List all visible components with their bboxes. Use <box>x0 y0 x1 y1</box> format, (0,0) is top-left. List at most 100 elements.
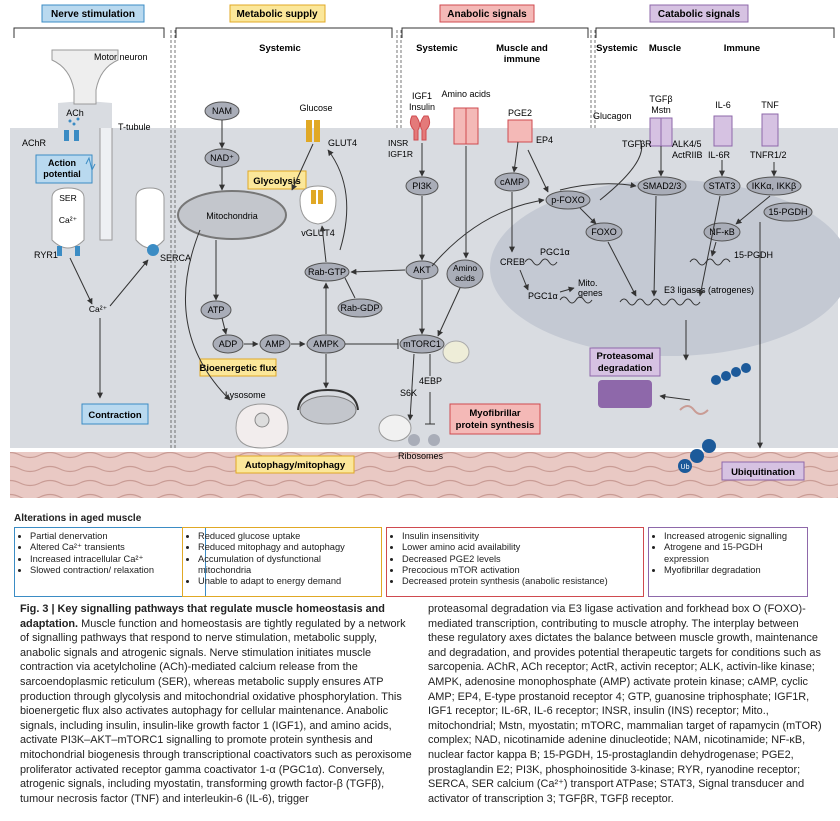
svg-text:4EBP: 4EBP <box>419 376 442 386</box>
ser-left <box>51 187 85 249</box>
mtorc1-node <box>399 334 445 354</box>
svg-text:IKKα, IKKβ: IKKα, IKKβ <box>752 181 796 191</box>
svg-text:Mstn: Mstn <box>651 105 671 115</box>
svg-text:CREB: CREB <box>500 257 525 267</box>
alterations-nerve: Partial denervationAltered Ca²⁺ transien… <box>14 527 206 597</box>
il6r-receptor <box>713 115 733 147</box>
nfkb-node <box>703 222 741 242</box>
subhead-immune: Immune <box>724 43 760 54</box>
glycolysis-box <box>247 170 307 190</box>
meta-bracket <box>175 27 393 38</box>
caption-right-text: proteasomal degradation via E3 ligase ac… <box>428 603 822 805</box>
alteration-item: Atrogene and 15-PGDH expression <box>664 542 802 565</box>
svg-text:15-PGDH: 15-PGDH <box>734 250 773 260</box>
motor-neuron <box>51 49 119 105</box>
subhead-systemic-cat: Systemic <box>596 43 638 54</box>
insr-receptor <box>409 115 431 141</box>
svg-text:vGLUT4: vGLUT4 <box>301 228 335 238</box>
alterations-metabolic: Reduced glucose uptakeReduced mitophagy … <box>182 527 382 597</box>
svg-text:NF-κB: NF-κB <box>709 227 735 237</box>
subhead-muscle-immune-1: Muscle and <box>496 43 548 54</box>
svg-text:Metabolic supply: Metabolic supply <box>236 9 318 20</box>
smad-node <box>637 176 687 196</box>
ana-bracket <box>401 27 589 38</box>
alterations-title: Alterations in aged muscle <box>14 513 142 524</box>
svg-text:INSR: INSR <box>388 138 408 148</box>
myofibrillar-synthesis-box <box>449 403 541 435</box>
svg-text:SMAD2/3: SMAD2/3 <box>643 181 682 191</box>
svg-text:mTORC1: mTORC1 <box>403 339 441 349</box>
nerve-header <box>41 4 145 23</box>
alteration-item: Decreased PGE2 levels <box>402 554 638 565</box>
camp-node <box>494 172 530 192</box>
rab-gtp-node <box>304 262 350 282</box>
proteasomal-2: degradation <box>598 363 653 374</box>
svg-text:S6K: S6K <box>400 388 417 398</box>
svg-text:SERCA: SERCA <box>160 253 191 263</box>
svg-text:AKT: AKT <box>413 265 431 275</box>
alteration-item: Slowed contraction/ relaxation <box>30 565 200 576</box>
svg-text:PGC1α: PGC1α <box>528 291 558 301</box>
svg-text:T-tubule: T-tubule <box>118 122 151 132</box>
alteration-item: Altered Ca²⁺ transients <box>30 542 200 553</box>
svg-text:IL-6R: IL-6R <box>708 150 731 160</box>
mitophagy-mitochondrion <box>299 395 357 425</box>
svg-text:NAM: NAM <box>212 106 232 116</box>
ubiquitination-box <box>721 461 805 481</box>
svg-text:PGE2: PGE2 <box>508 108 532 118</box>
myofib-1: Myofibrillar <box>469 408 521 419</box>
alteration-item: Insulin insensitivity <box>402 531 638 542</box>
svg-text:TGFβ: TGFβ <box>649 94 672 104</box>
alterations-catabolic: Increased atrogenic signallingAtrogene a… <box>648 527 808 597</box>
svg-text:TGFβR: TGFβR <box>622 139 652 149</box>
nucleus <box>490 180 840 356</box>
svg-text:GLUT4: GLUT4 <box>328 138 357 148</box>
svg-text:IGF1R: IGF1R <box>388 149 413 159</box>
t-tubule <box>99 128 113 241</box>
svg-text:Motor neuron: Motor neuron <box>94 52 148 62</box>
anabolic-header <box>439 4 535 23</box>
alterations-panel: Alterations in aged muscle Partial dener… <box>14 513 826 598</box>
serca-pump <box>147 244 159 256</box>
vglut4-vesicle <box>299 185 337 225</box>
svg-text:IL-6: IL-6 <box>715 100 731 110</box>
svg-text:IGF1: IGF1 <box>412 91 432 101</box>
ribosome-1 <box>378 414 412 442</box>
catabolic-header <box>649 4 749 23</box>
svg-text:ADP: ADP <box>219 339 238 349</box>
atp-node <box>200 300 232 320</box>
akt-node <box>405 260 439 280</box>
subhead-muscle: Muscle <box>649 43 681 54</box>
svg-text:Mitochondria: Mitochondria <box>206 211 258 221</box>
svg-text:Bioenergetic flux: Bioenergetic flux <box>199 363 277 374</box>
amino-acids-node <box>446 259 484 289</box>
svg-text:AMP: AMP <box>265 339 285 349</box>
svg-text:PI3K: PI3K <box>412 181 432 191</box>
svg-text:Ribosomes: Ribosomes <box>398 451 444 461</box>
svg-text:Contraction: Contraction <box>88 410 142 421</box>
ub-tag-2 <box>690 449 704 463</box>
svg-text:AChR: AChR <box>22 138 47 148</box>
ikk-node <box>746 176 802 196</box>
figure-title: Fig. 3 | Key signalling pathways that re… <box>20 603 385 630</box>
contraction-box <box>81 403 149 425</box>
mitochondria <box>177 190 287 240</box>
svg-text:Rab-GDP: Rab-GDP <box>340 303 379 313</box>
svg-text:Glucagon: Glucagon <box>593 111 632 121</box>
proteasomal-box <box>589 347 661 377</box>
svg-text:NAD⁺: NAD⁺ <box>210 153 234 163</box>
adp-node <box>212 334 244 354</box>
signalling-diagram: Nerve stimulation Metabolic supply Anabo… <box>10 4 840 498</box>
alteration-item: Increased intracellular Ca²⁺ <box>30 554 200 565</box>
alteration-item: Partial denervation <box>30 531 200 542</box>
svg-text:cAMP: cAMP <box>500 177 524 187</box>
svg-text:Rab-GTP: Rab-GTP <box>308 267 346 277</box>
svg-text:EP4: EP4 <box>536 135 553 145</box>
svg-text:Ub: Ub <box>681 464 690 471</box>
ryr1-channel <box>57 246 62 256</box>
alteration-item: Lower amino acid availability <box>402 542 638 553</box>
glut4-transporter <box>306 120 312 142</box>
svg-text:E3 ligases (atrogenes): E3 ligases (atrogenes) <box>664 285 754 295</box>
svg-text:ActRIIB: ActRIIB <box>672 150 703 160</box>
p-foxo-node <box>545 190 591 210</box>
